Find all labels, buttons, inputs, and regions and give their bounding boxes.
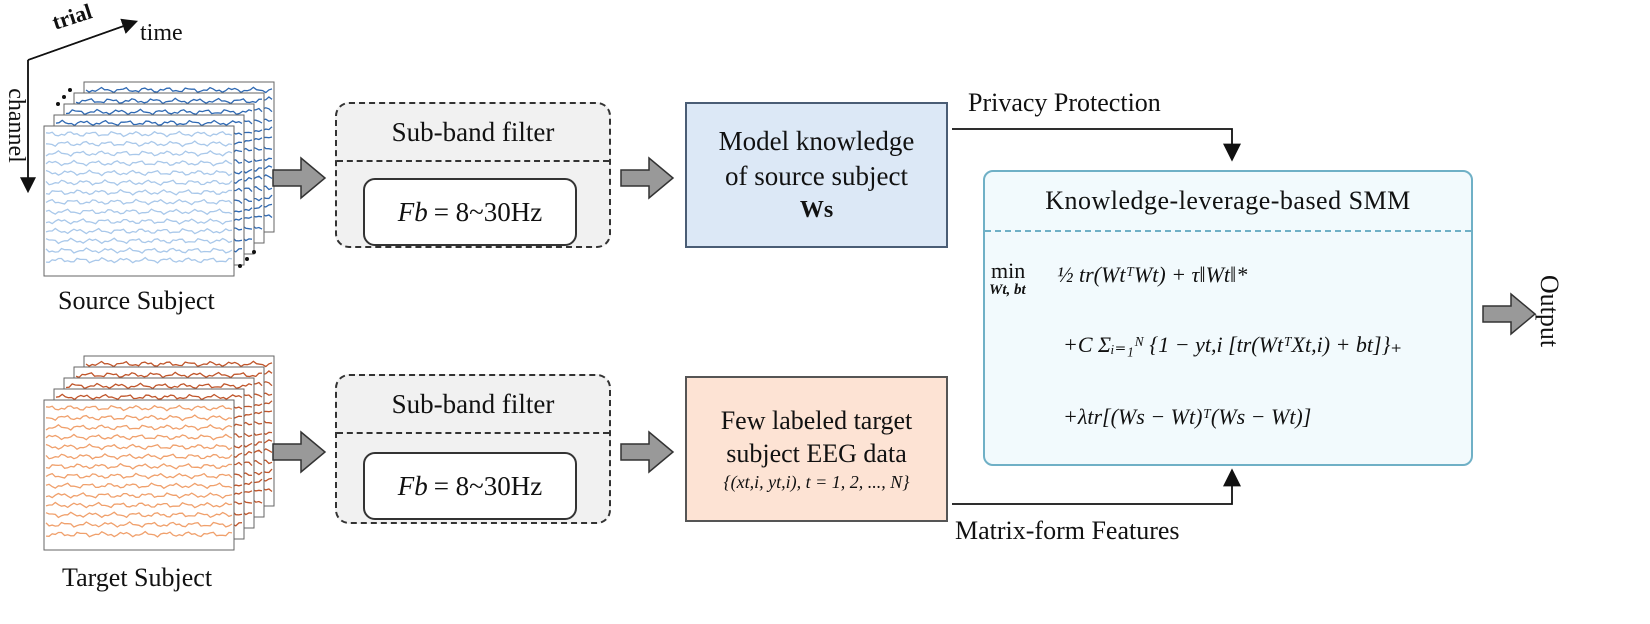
source-subband-filter: Sub-band filter Fb= 8~30Hz	[335, 102, 611, 248]
connector-lines	[952, 128, 1241, 505]
model-line1: Model knowledge	[718, 126, 915, 157]
arrow-icon	[272, 430, 327, 474]
source-eeg-stack	[43, 81, 275, 277]
axes-icon	[20, 18, 139, 194]
filter-var: Fb	[397, 470, 428, 501]
smm-box: Knowledge-leverage-based SMM min Wt, bt …	[983, 170, 1473, 466]
filter-title: Sub-band filter	[337, 376, 609, 434]
model-symbol: Ws	[799, 196, 834, 223]
time-axis-label: time	[140, 20, 183, 46]
channel-axis-label: channel	[2, 88, 29, 163]
target-data-box: Few labeled target subject EEG data {(xt…	[685, 376, 948, 522]
arrow-icon	[620, 156, 675, 200]
filter-title: Sub-band filter	[337, 104, 609, 162]
filter-value: = 8~30Hz	[433, 196, 543, 227]
smm-term3: +λtr[(Ws − Wt)ᵀ(Ws − Wt)]	[1063, 404, 1312, 429]
model-line2: of source subject	[725, 161, 908, 192]
smm-title: Knowledge-leverage-based SMM	[985, 172, 1471, 232]
flow-arrows	[272, 156, 1537, 474]
ellipsis-dots-icon	[56, 88, 256, 268]
source-model-box: Model knowledge of source subject Ws	[685, 102, 948, 248]
filter-equation: Fb= 8~30Hz	[363, 178, 577, 246]
arrow-icon	[272, 156, 327, 200]
smm-term1: ½ tr(WtᵀWt) + τ‖Wt‖*	[1057, 262, 1248, 287]
smm-min: min	[991, 258, 1026, 283]
target-subband-filter: Sub-band filter Fb= 8~30Hz	[335, 374, 611, 524]
arrow-icon	[1482, 292, 1537, 336]
data-set: {(xt,i, yt,i), t = 1, 2, ..., N}	[723, 472, 910, 493]
arrow-icon	[620, 430, 675, 474]
output-label: Output	[1535, 274, 1565, 348]
filter-var: Fb	[397, 196, 428, 227]
source-subject-label: Source Subject	[58, 286, 215, 315]
smm-term2: +C Σᵢ₌₁ᴺ {1 − yt,i [tr(WtᵀXt,i) + bt]}₊	[1063, 332, 1402, 357]
smm-min-sub: Wt, bt	[989, 282, 1026, 298]
data-line2: subject EEG data	[726, 439, 907, 469]
privacy-protection-label: Privacy Protection	[968, 88, 1161, 117]
filter-value: = 8~30Hz	[433, 470, 543, 501]
data-line1: Few labeled target	[720, 405, 913, 435]
matrix-features-label: Matrix-form Features	[955, 516, 1180, 545]
target-eeg-stack	[43, 355, 275, 551]
filter-equation: Fb= 8~30Hz	[363, 452, 577, 520]
target-subject-label: Target Subject	[62, 563, 213, 592]
